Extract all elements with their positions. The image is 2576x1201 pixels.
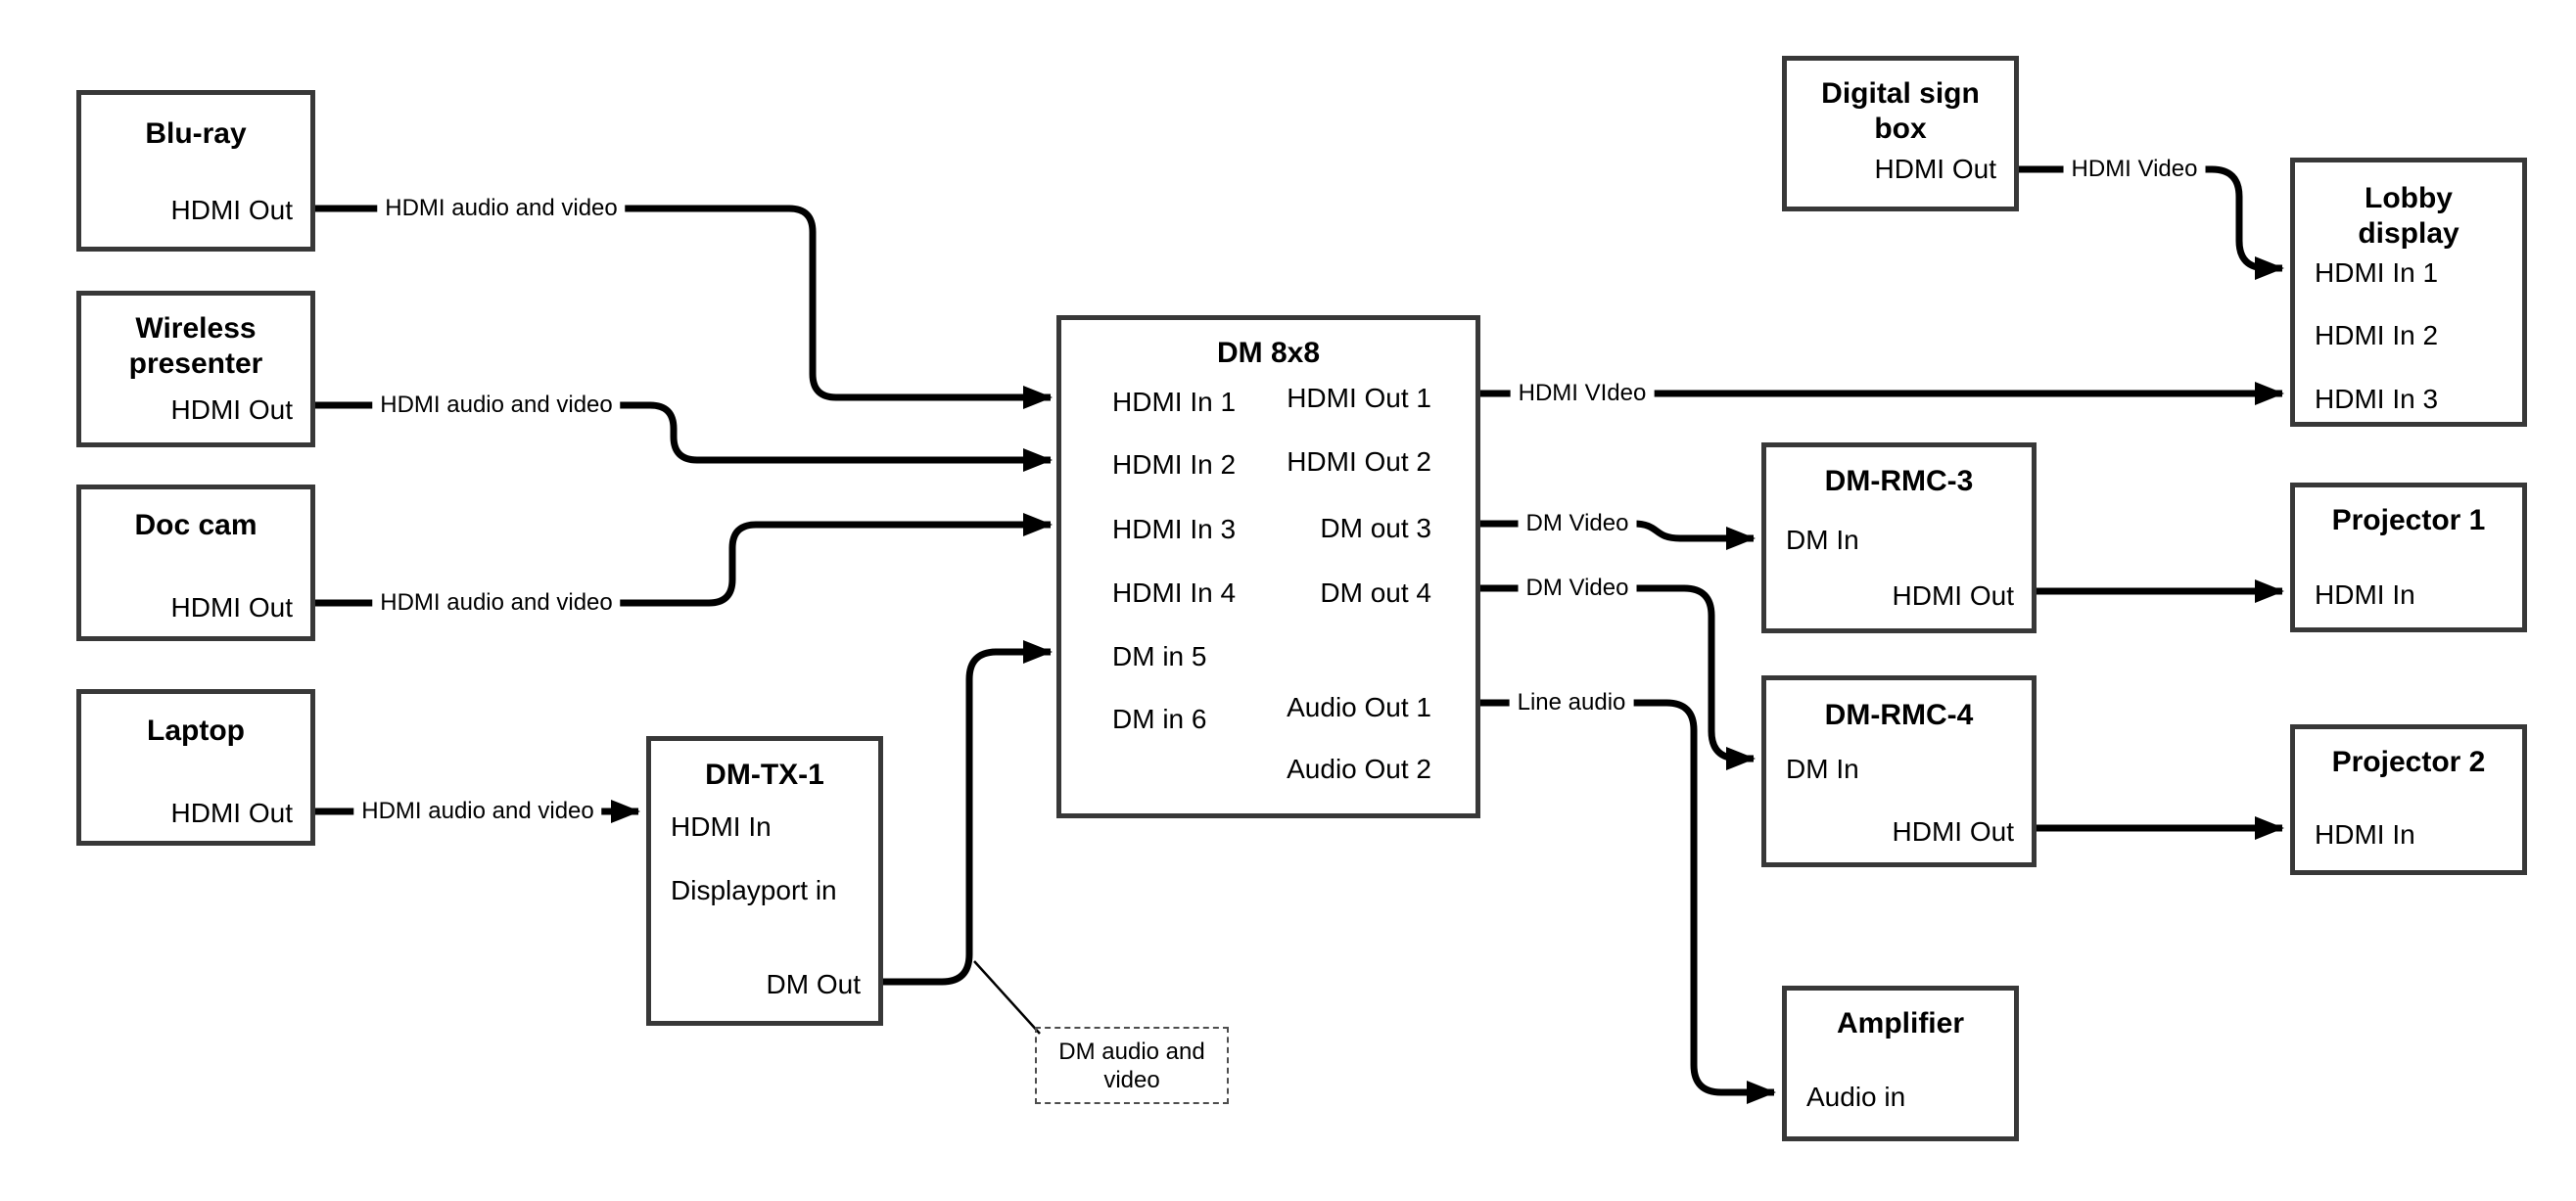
- port-hdmi-in-1: HDMI In 1: [2315, 257, 2439, 288]
- port-hdmi-out-1: HDMI Out 1: [1287, 383, 1431, 413]
- edge-dm8x8-audio1-to-amplifier: [1480, 699, 1776, 1104]
- port-hdmi-in: HDMI In: [671, 811, 772, 842]
- port-hdmi-out: HDMI Out: [1892, 816, 2014, 847]
- edge-label-dm-video-out3: DM Video: [1518, 510, 1637, 537]
- callout-dm-audio-and-video: DM audio and video: [1035, 1027, 1229, 1104]
- node-title: DM-RMC-4: [1824, 699, 1974, 731]
- port-dm-out-4: DM out 4: [1320, 577, 1431, 608]
- port-hdmi-out: HDMI Out: [170, 394, 293, 425]
- node-dm-tx-1: DM-TX-1 HDMI In Displayport in DM Out: [646, 736, 883, 1026]
- node-projector-1: Projector 1 HDMI In: [2290, 483, 2527, 632]
- node-dm-rmc-3: DM-RMC-3 DM In HDMI Out: [1761, 442, 2037, 633]
- node-amplifier: Amplifier Audio in: [1782, 986, 2019, 1141]
- edge-doc-cam-to-dm8x8-in3: [315, 513, 1053, 607]
- edge-label-dm-video-out4: DM Video: [1518, 575, 1637, 602]
- node-digital-sign-box: Digital sign box HDMI Out: [1782, 56, 2019, 211]
- edge-label-hdmi-video-out1: HDMI VIdeo: [1510, 380, 1655, 407]
- edge-label-hdmi-audio-video-2: HDMI audio and video: [372, 392, 621, 419]
- edge-label-hdmi-audio-video-3: HDMI audio and video: [372, 589, 621, 617]
- node-laptop: Laptop HDMI Out: [76, 689, 315, 846]
- node-dm-rmc-4: DM-RMC-4 DM In HDMI Out: [1761, 675, 2037, 867]
- port-dm-out-3: DM out 3: [1320, 513, 1431, 543]
- port-audio-out-2: Audio Out 2: [1287, 754, 1431, 784]
- port-hdmi-in-2: HDMI In 2: [2315, 320, 2439, 350]
- port-hdmi-in: HDMI In: [2315, 819, 2415, 850]
- edge-label-hdmi-audio-video-1: HDMI audio and video: [377, 195, 626, 222]
- port-dm-out: DM Out: [766, 969, 861, 999]
- node-title: Lobby display: [2358, 182, 2459, 250]
- node-title: Projector 2: [2331, 746, 2486, 778]
- port-dm-in-5: DM in 5: [1112, 641, 1207, 671]
- node-dm-8x8: DM 8x8 HDMI In 1 HDMI In 2 HDMI In 3 HDM…: [1056, 315, 1480, 818]
- port-hdmi-out: HDMI Out: [170, 592, 293, 623]
- edge-dm-tx1-to-dm8x8-in5: [883, 640, 1053, 986]
- port-hdmi-in-4: HDMI In 4: [1112, 577, 1237, 608]
- node-title: Laptop: [147, 715, 245, 747]
- node-title: DM-RMC-3: [1824, 465, 1974, 497]
- port-hdmi-in-2: HDMI In 2: [1112, 449, 1237, 480]
- edge-dm8x8-out4-to-rmc4: [1480, 584, 1756, 770]
- port-hdmi-out: HDMI Out: [170, 195, 293, 225]
- node-lobby-display: Lobby display HDMI In 1 HDMI In 2 HDMI I…: [2290, 158, 2527, 427]
- edge-label-hdmi-audio-video-4: HDMI audio and video: [353, 798, 602, 825]
- node-blu-ray: Blu-ray HDMI Out: [76, 90, 315, 252]
- port-hdmi-out: HDMI Out: [170, 798, 293, 828]
- port-displayport-in: Displayport in: [671, 875, 837, 905]
- port-dm-in: DM In: [1786, 754, 1859, 784]
- callout-leader-line: [973, 960, 1041, 1035]
- node-title: Projector 1: [2331, 504, 2486, 536]
- edge-blu-ray-to-dm8x8-in1: [315, 205, 1053, 409]
- node-projector-2: Projector 2 HDMI In: [2290, 724, 2527, 875]
- edge-label-hdmi-video-sign: HDMI Video: [2063, 156, 2206, 183]
- node-title: DM 8x8: [1216, 337, 1321, 369]
- port-dm-in: DM In: [1786, 525, 1859, 555]
- port-hdmi-out-2: HDMI Out 2: [1287, 446, 1431, 477]
- node-title: Wireless presenter: [128, 312, 263, 380]
- port-hdmi-in-1: HDMI In 1: [1112, 387, 1237, 417]
- node-wireless-presenter: Wireless presenter HDMI Out: [76, 291, 315, 447]
- port-audio-out-1: Audio Out 1: [1287, 692, 1431, 722]
- node-title: Amplifier: [1836, 1007, 1965, 1039]
- node-title: Blu-ray: [145, 117, 247, 150]
- node-title: Doc cam: [134, 509, 258, 541]
- edge-wireless-to-dm8x8-in2: [315, 401, 1053, 472]
- port-hdmi-out: HDMI Out: [1892, 580, 2014, 611]
- edge-sign-to-lobby-in1: [2019, 165, 2284, 280]
- edge-label-line-audio: Line audio: [1509, 689, 1634, 716]
- node-title: Digital sign box: [1821, 77, 1980, 145]
- port-hdmi-in-3: HDMI In 3: [1112, 514, 1237, 544]
- node-title: DM-TX-1: [705, 759, 824, 791]
- port-audio-in: Audio in: [1806, 1082, 1906, 1112]
- port-hdmi-out: HDMI Out: [1874, 154, 1996, 184]
- port-hdmi-in: HDMI In: [2315, 579, 2415, 610]
- port-dm-in-6: DM in 6: [1112, 704, 1207, 734]
- port-hdmi-in-3: HDMI In 3: [2315, 384, 2439, 414]
- node-doc-cam: Doc cam HDMI Out: [76, 485, 315, 641]
